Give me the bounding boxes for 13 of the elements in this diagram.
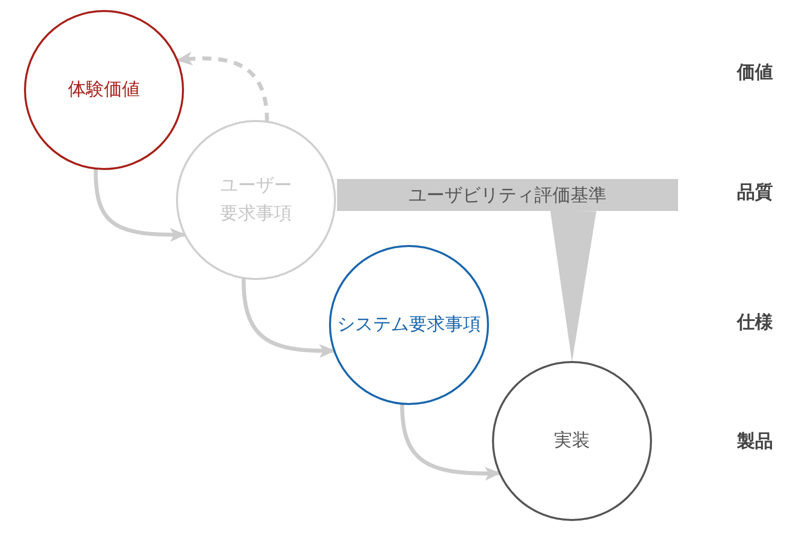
row-label: 製品 bbox=[737, 430, 773, 453]
dashed-curved-arrow bbox=[176, 52, 269, 122]
node-label: ユーザー要求事項 bbox=[219, 174, 293, 226]
node-label: 体験価値 bbox=[68, 78, 140, 102]
banner bbox=[337, 179, 678, 211]
curved-arrow bbox=[94, 166, 187, 242]
row-label: 価値 bbox=[737, 61, 773, 84]
row-label: 仕様 bbox=[737, 311, 773, 334]
banner-label: ユーザビリティ評価基準 bbox=[408, 184, 606, 207]
node-label: 実装 bbox=[554, 429, 590, 453]
node-label: システム要求事項 bbox=[337, 313, 481, 337]
pointer-wedge bbox=[550, 210, 596, 362]
row-label: 品質 bbox=[737, 181, 773, 204]
